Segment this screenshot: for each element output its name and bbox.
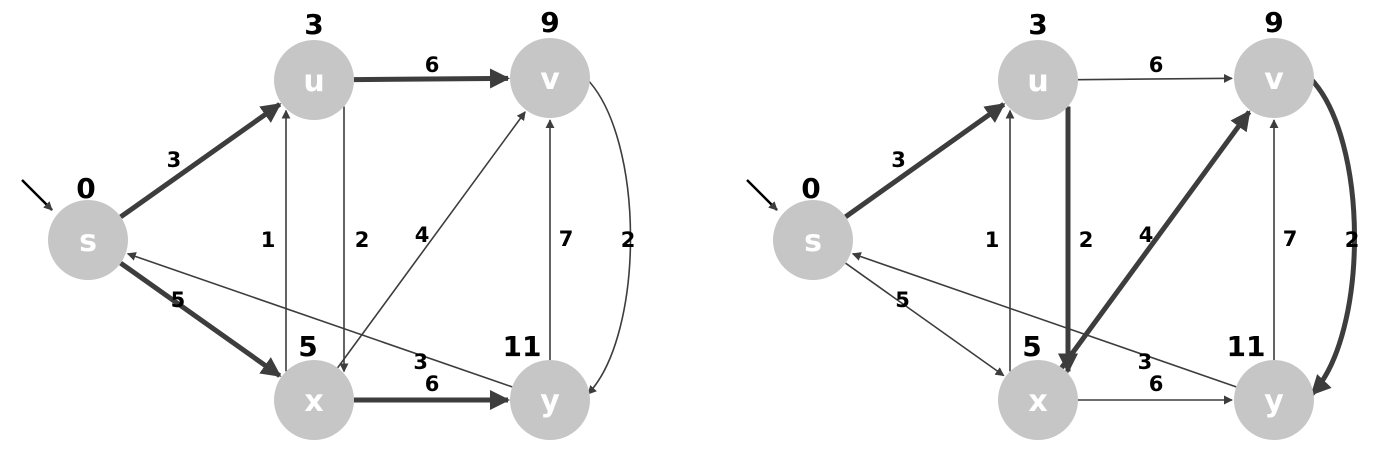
edge-weight-y-v: 7 — [1283, 227, 1298, 251]
node-label: x — [304, 384, 323, 419]
edge-weight-u-x: 2 — [1079, 228, 1094, 252]
node-distance: 3 — [1028, 8, 1047, 41]
node-y: y 11 — [1227, 330, 1314, 440]
edge-weight-v-y: 2 — [1345, 228, 1360, 252]
edge-y-to-s — [851, 252, 1237, 388]
edge-v-to-y — [1308, 76, 1357, 396]
edge-s-to-x — [119, 261, 282, 378]
start-pointer-arrow — [746, 179, 778, 211]
node-distance: 5 — [1022, 330, 1041, 363]
edge-s-to-u — [119, 102, 282, 219]
node-distance: 5 — [298, 330, 317, 363]
node-label: u — [303, 64, 324, 99]
node-u: u3 — [998, 8, 1078, 120]
edge-weight-x-u: 1 — [985, 228, 1000, 252]
edge-s-to-u — [844, 102, 1006, 219]
node-circle — [998, 360, 1078, 440]
node-v: v9 — [510, 6, 590, 118]
node-distance: 11 — [503, 330, 542, 363]
node-circle — [773, 200, 853, 280]
edge-y-to-s — [126, 252, 513, 388]
edge-weight-s-x: 5 — [895, 288, 910, 312]
node-circle — [48, 200, 128, 280]
node-u: u3 — [274, 8, 354, 120]
edge-weight-u-v: 6 — [1149, 53, 1164, 77]
edge-weight-y-v: 7 — [559, 227, 574, 251]
edge-weight-x-y: 6 — [1149, 372, 1164, 396]
node-x: x5 — [998, 330, 1078, 440]
node-y: y 11 — [503, 330, 590, 440]
start-pointer-arrow — [21, 179, 53, 211]
node-label: y — [540, 384, 560, 419]
node-label: y — [1264, 384, 1284, 419]
edge-u-to-v — [1077, 73, 1233, 83]
node-label: x — [1028, 384, 1047, 419]
node-label: u — [1027, 64, 1048, 99]
edge-u-to-v — [353, 68, 511, 89]
node-circle — [274, 360, 354, 440]
edge-v-to-y — [585, 77, 632, 395]
node-circle — [510, 38, 590, 118]
node-label: v — [540, 62, 560, 97]
node-label: s — [804, 224, 822, 259]
node-circle — [1234, 38, 1314, 118]
edge-weight-s-u: 3 — [167, 148, 182, 172]
node-circle — [274, 40, 354, 120]
node-label: v — [1264, 62, 1284, 97]
node-distance: 9 — [1264, 6, 1283, 39]
edge-weight-x-y: 6 — [425, 372, 440, 396]
edge-weight-y-s: 3 — [413, 350, 428, 374]
node-distance: 9 — [540, 6, 559, 39]
edge-s-to-x — [845, 262, 1005, 377]
edge-weight-s-x: 5 — [171, 288, 186, 312]
node-circle — [998, 40, 1078, 120]
node-distance: 3 — [304, 8, 323, 41]
node-distance: 0 — [801, 172, 820, 205]
node-distance: 0 — [76, 172, 95, 205]
edge-weight-x-v: 4 — [415, 223, 430, 247]
edge-weight-s-u: 3 — [891, 148, 906, 172]
node-v: v9 — [1234, 6, 1314, 118]
edge-weight-v-y: 2 — [621, 228, 636, 252]
edge-x-to-v — [337, 111, 526, 369]
edge-weight-u-v: 6 — [425, 53, 440, 77]
node-circle — [1234, 360, 1314, 440]
edge-x-to-v — [1059, 110, 1252, 370]
node-x: x5 — [274, 330, 354, 440]
edge-weight-x-u: 1 — [261, 228, 276, 252]
edge-weight-y-s: 3 — [1138, 350, 1153, 374]
node-circle — [510, 360, 590, 440]
node-s: s0 — [773, 172, 853, 280]
edge-weight-x-v: 4 — [1139, 223, 1154, 247]
node-label: s — [79, 224, 97, 259]
edge-weight-u-x: 2 — [355, 228, 370, 252]
node-distance: 11 — [1227, 330, 1266, 363]
node-s: s0 — [48, 172, 128, 280]
